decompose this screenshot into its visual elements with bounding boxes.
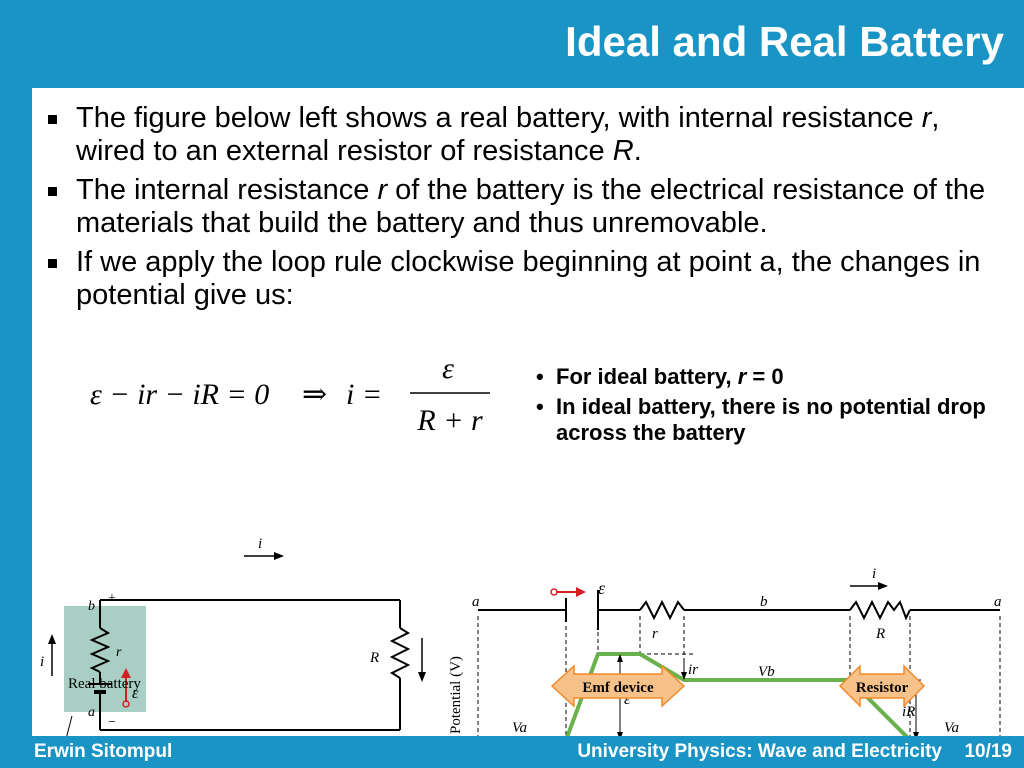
side-note-text: r — [737, 364, 747, 389]
bullet-2: The internal resistance r of the battery… — [42, 174, 1002, 240]
label-R-large: R — [875, 626, 885, 642]
label-i: i — [872, 566, 876, 582]
bullet-text: , wired to an external resistor of resis… — [76, 102, 940, 167]
bullet-marker — [48, 187, 57, 196]
label-r: r — [116, 645, 122, 660]
external-resistor-R — [849, 599, 911, 621]
label-iR: iR — [902, 704, 915, 720]
slide-header: Ideal and Real Battery — [0, 0, 1024, 88]
bullet-text: of the battery is the electrical resista… — [76, 174, 986, 239]
bullet-text: The internal resistance — [76, 174, 378, 206]
label-emf-source: ε — [598, 578, 606, 598]
side-notes: • For ideal battery, r = 0 • In ideal batte… — [532, 364, 1012, 450]
equation-numerator: ε — [442, 356, 454, 385]
equation-denominator: R + r — [416, 404, 483, 437]
main-bullets: The figure below left shows a real batte… — [42, 102, 1002, 318]
bullet-text: R — [612, 135, 634, 167]
bullet-text: The figure below left shows a real batte… — [76, 102, 922, 134]
label-b: b — [88, 599, 95, 614]
side-note-marker: • — [536, 364, 544, 389]
label-plus: + — [108, 591, 116, 606]
bullet-text: r — [921, 102, 932, 134]
potential-axis-label: Potential (V) — [448, 656, 464, 734]
bullet-marker — [48, 115, 57, 124]
real-battery-caption: Real battery — [68, 676, 141, 692]
equation-i: i = — [346, 378, 382, 411]
label-minus: − — [108, 715, 116, 730]
label-r-small: r — [652, 626, 658, 642]
emf-device-label: Emf device — [582, 680, 654, 696]
external-resistor — [389, 627, 411, 679]
circuit-diagrams: b + r ε a − R i i i — [40, 536, 1002, 736]
label-i-left: i — [40, 654, 44, 670]
left-circuit: b + r ε a − R i i i — [40, 536, 426, 736]
footer-course: University Physics: Wave and Electricity — [577, 741, 942, 762]
side-note-marker: • — [536, 394, 544, 419]
label-Va-right: Va — [944, 720, 959, 736]
label-Va-left: Va — [512, 720, 527, 736]
bullet-3: If we apply the loop rule clockwise begi… — [42, 246, 1002, 312]
label-a: a — [88, 705, 95, 720]
slide-footer: Erwin Sitompul University Physics: Wave … — [0, 736, 1024, 768]
bullet-text: r — [377, 174, 388, 206]
side-note-text: In ideal battery, there is no potential … — [556, 394, 986, 445]
bullet-1: The figure below left shows a real batte… — [42, 102, 1002, 168]
label-a-right: a — [994, 594, 1002, 610]
resistor-arrow: Resistor — [838, 664, 926, 708]
arrow-banners: Emf device Resistor Real battery — [68, 664, 926, 708]
label-i-top: i — [258, 536, 262, 552]
bullet-marker — [48, 259, 57, 268]
footer-author: Erwin Sitompul — [34, 741, 173, 762]
side-note-text: = 0 — [746, 364, 784, 389]
label-a-left: a — [472, 594, 480, 610]
side-note-1: • For ideal battery, r = 0 — [532, 364, 1012, 390]
side-note-text: For ideal battery, — [556, 364, 738, 389]
loop-equation: ε − ir − iR = 0 ⇒ i = ε R + r — [90, 352, 510, 446]
resistor-label: Resistor — [856, 680, 909, 696]
label-Vb: Vb — [758, 664, 775, 680]
label-R: R — [369, 650, 379, 666]
equation-svg: ε − ir − iR = 0 ⇒ i = ε R + r — [90, 352, 490, 437]
internal-resistor-r — [639, 599, 685, 621]
footer-page-number: 10/19 — [964, 741, 1012, 762]
internal-resistor — [89, 627, 111, 673]
bullet-text: . — [633, 135, 642, 167]
slide-title: Ideal and Real Battery — [565, 18, 1004, 65]
label-emf-rise: ε — [624, 691, 631, 708]
caption-leader — [66, 715, 73, 736]
slide-content: The figure below left shows a real batte… — [32, 88, 1024, 736]
label-b-node: b — [760, 594, 768, 610]
bullet-text: If we apply the loop rule clockwise begi… — [76, 246, 981, 311]
side-note-2: • In ideal battery, there is no potential… — [532, 394, 1012, 446]
label-ir: ir — [688, 662, 698, 678]
emf-device-arrow: Emf device — [550, 664, 686, 708]
label-emf: ε — [132, 685, 139, 702]
equation-lhs: ε − ir − iR = 0 — [90, 378, 269, 411]
equation-implies: ⇒ — [302, 378, 327, 411]
